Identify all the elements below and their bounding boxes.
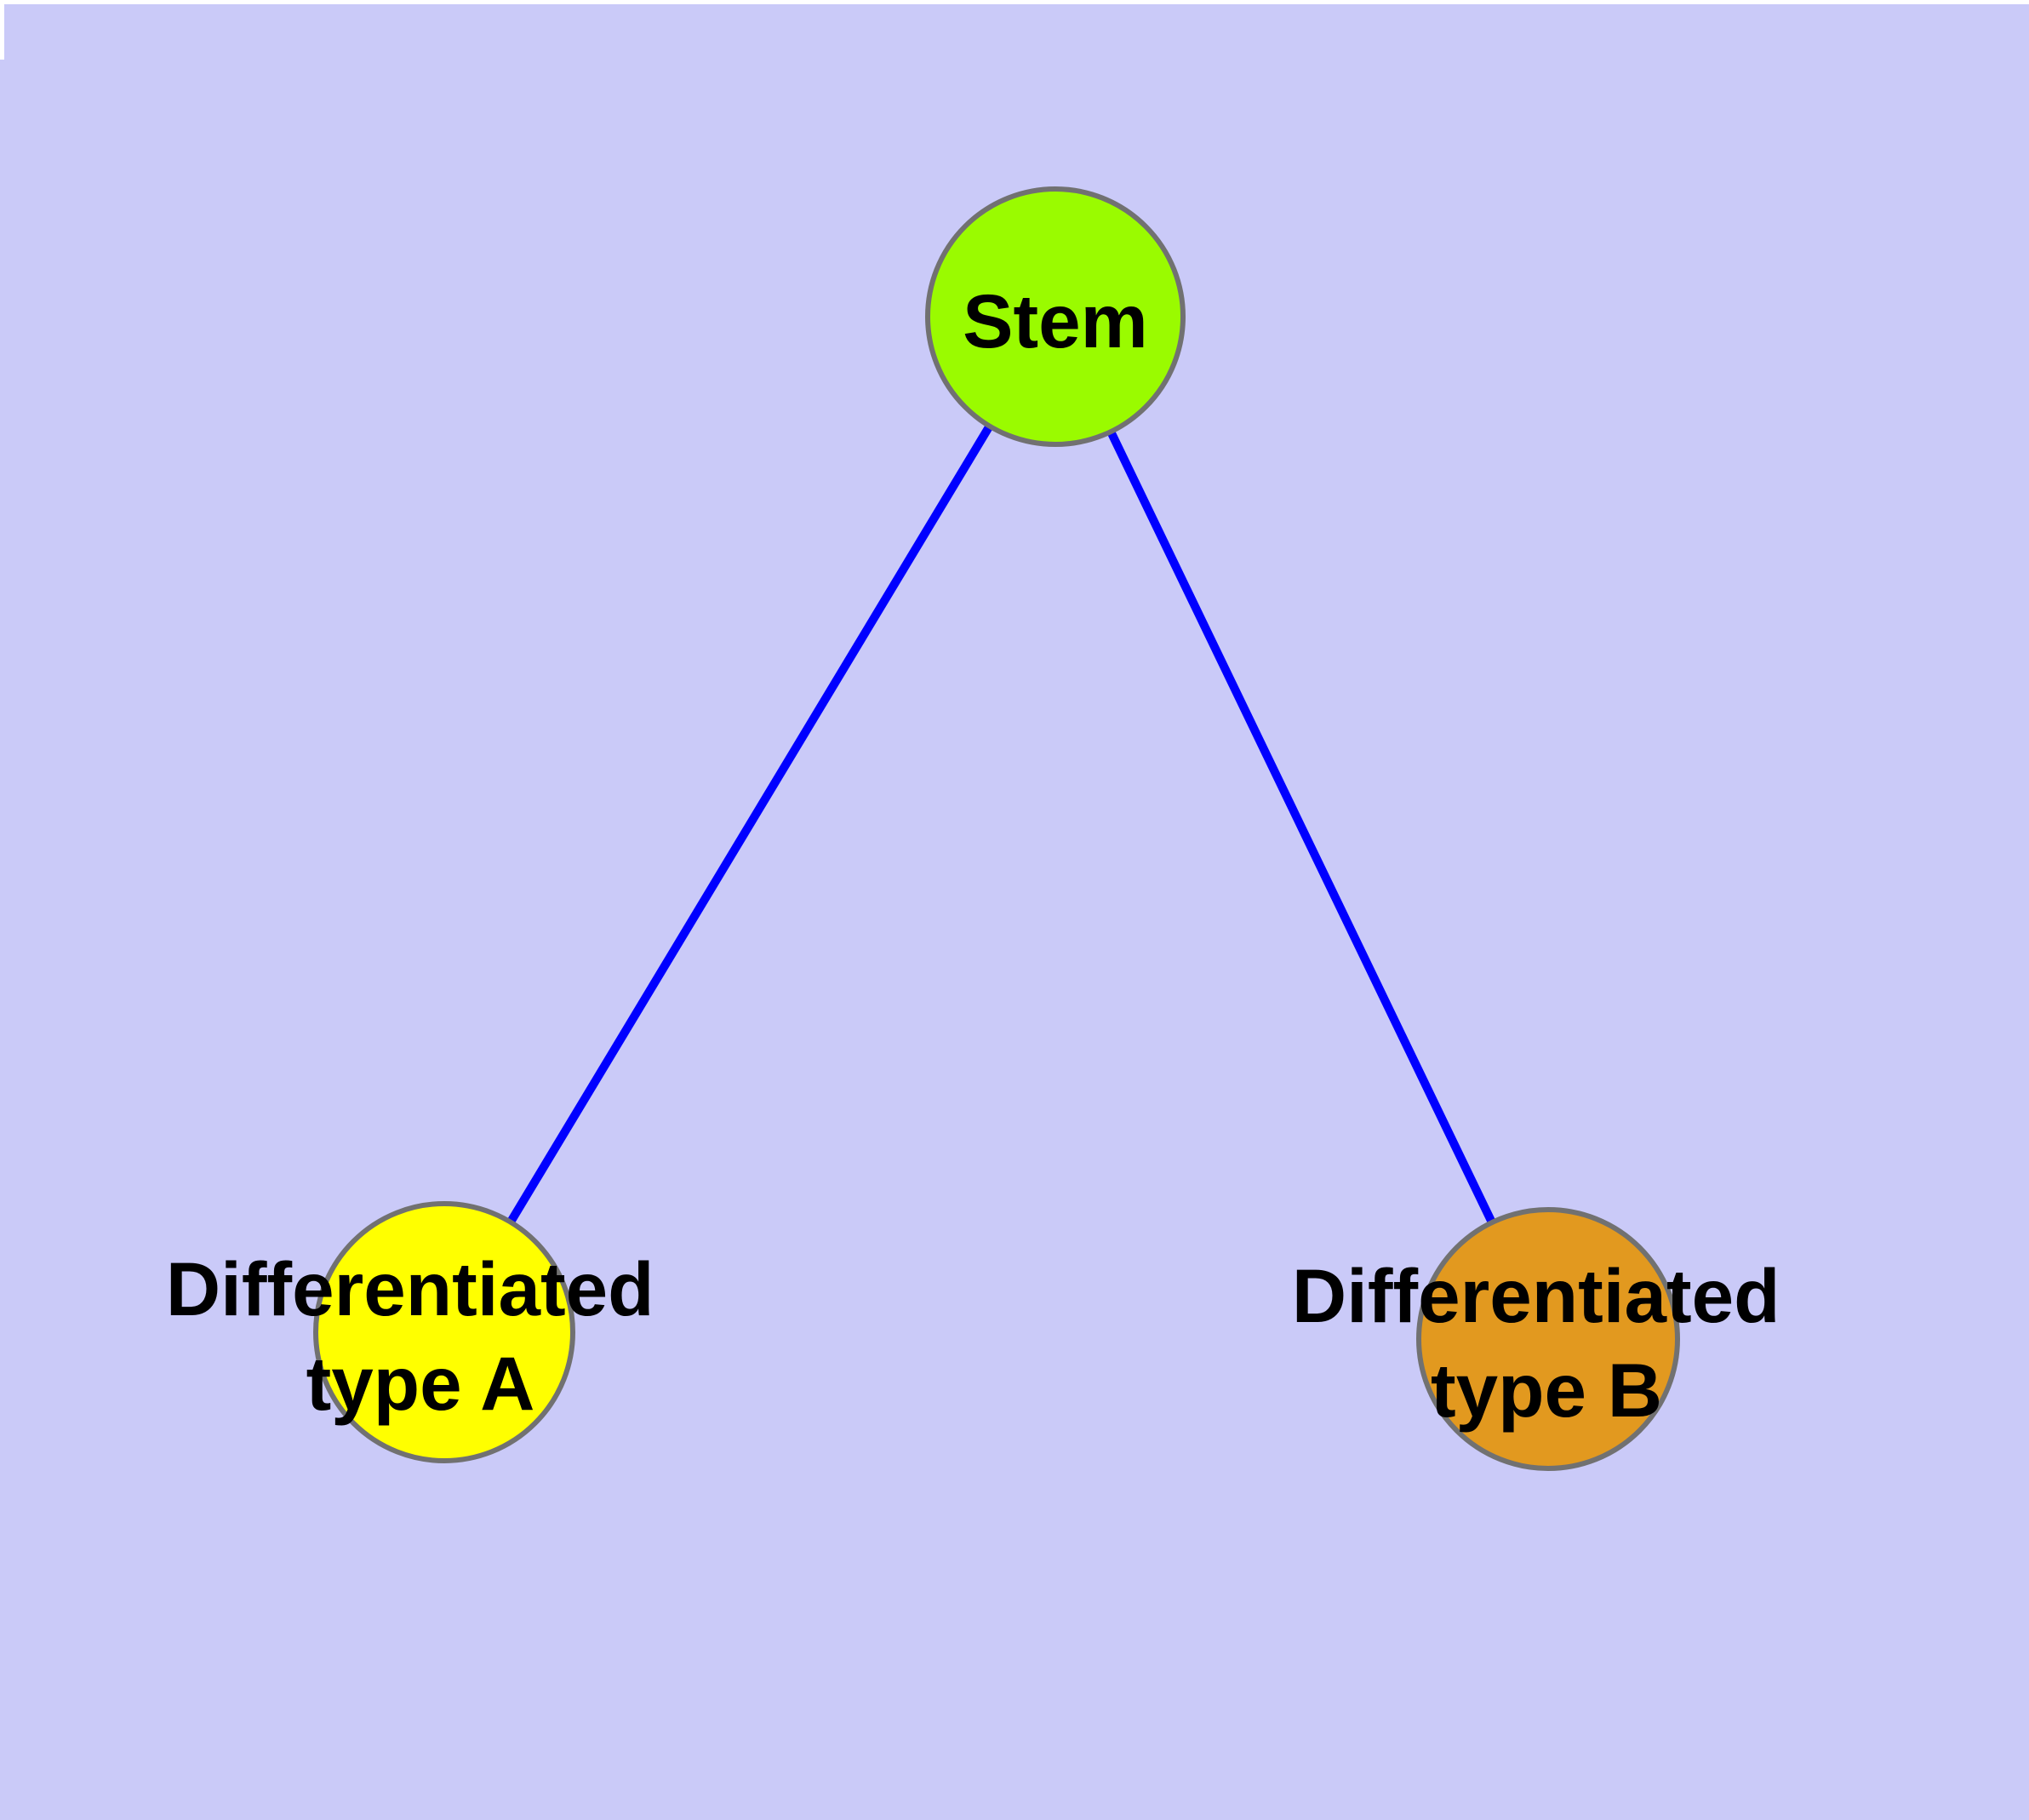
top-margin [0, 0, 2029, 4]
node-stem [925, 186, 1186, 447]
node-label-type-a: Differentiated type A [166, 1246, 675, 1426]
left-margin-notch [0, 0, 4, 60]
node-differentiated-type-b [1416, 1207, 1680, 1471]
node-label-type-b-line2: type B [1431, 1348, 1662, 1433]
node-label-type-b: Differentiated type B [1292, 1253, 1801, 1433]
node-label-type-a-line1: Differentiated [166, 1246, 654, 1331]
edge-stem-to-type-b [1051, 314, 1552, 1342]
node-label-type-a-line2: type A [306, 1341, 535, 1426]
node-label-type-b-line1: Differentiated [1292, 1253, 1780, 1338]
node-label-stem: Stem [963, 278, 1148, 363]
node-differentiated-type-a [313, 1201, 575, 1463]
edge-stem-to-type-a [440, 314, 1060, 1335]
